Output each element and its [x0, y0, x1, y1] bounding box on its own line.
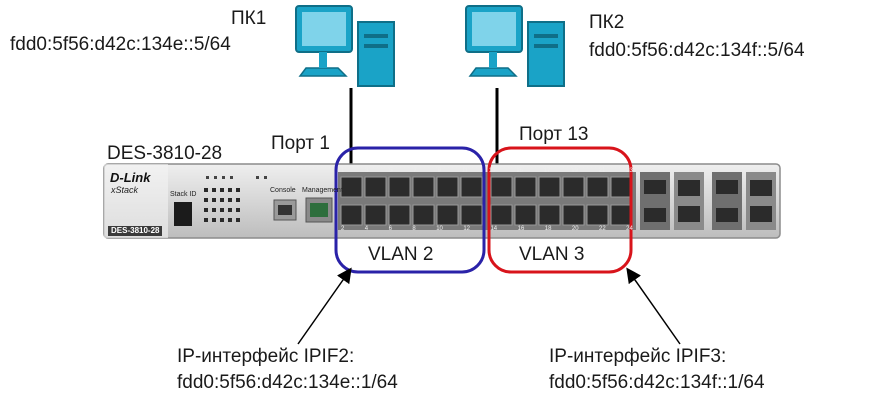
management-label: Management	[302, 187, 343, 194]
switch-model-label: DES-3810-28	[107, 143, 223, 164]
ipif3-address: fdd0:5f56:d42c:134f::1/64	[549, 372, 765, 393]
switch-series-label: xStack	[111, 185, 139, 195]
vlan2-label: VLAN 2	[368, 244, 434, 265]
switch-badge: DES-3810-28	[111, 226, 160, 235]
ipif2-address: fdd0:5f56:d42c:134e::1/64	[177, 372, 398, 393]
bottom-port-numbers: 2 4 6 8 10 12 14 16 18 20 22 24	[341, 226, 633, 232]
vlan2-outline	[334, 146, 486, 274]
rj45-port-grid	[338, 172, 636, 230]
console-label: Console	[270, 187, 296, 194]
vlan3-label: VLAN 3	[519, 244, 585, 265]
port-number: 18	[544, 226, 552, 232]
vlan3-outline	[487, 146, 633, 274]
pc1-address: fdd0:5f56:d42c:134e::5/64	[10, 34, 231, 55]
port-number: 3	[365, 168, 369, 174]
port-number: 9	[437, 168, 441, 174]
port-number: 24	[626, 226, 633, 232]
port-number: 13	[488, 168, 496, 174]
port-number: 23	[626, 168, 633, 174]
port-number: 4	[364, 226, 369, 232]
top-port-numbers: 1 3 5 7 9 11 13 15 17 19 21 23	[341, 168, 633, 174]
pc1-computer-icon	[295, 5, 395, 87]
port-number: 17	[543, 168, 551, 174]
ipif3-arrow	[626, 267, 681, 345]
port-number: 1	[341, 168, 345, 174]
port-number: 2	[341, 226, 345, 232]
pc2-computer-icon	[465, 5, 565, 87]
port-number: 12	[463, 226, 471, 232]
port-number: 15	[516, 168, 523, 174]
port-number: 8	[412, 226, 416, 232]
port1-label: Порт 1	[271, 133, 330, 154]
port-number: 6	[388, 226, 392, 232]
port-number: 19	[571, 168, 578, 174]
port-number: 21	[598, 168, 606, 174]
port-number: 22	[599, 226, 606, 232]
pc1-name: ПК1	[231, 8, 267, 29]
switch-chassis	[103, 163, 781, 239]
ipif2-arrow	[297, 267, 352, 345]
pc2-address: fdd0:5f56:d42c:134f::5/64	[589, 40, 805, 61]
port-number: 20	[571, 226, 579, 232]
ipif2-title: IP-интерфейс IPIF2:	[177, 346, 355, 367]
sfp-port-area	[640, 172, 776, 230]
switch-brand-logo: D-Link	[110, 170, 151, 185]
port-number: 10	[436, 226, 443, 232]
port-number: 7	[413, 168, 417, 174]
port-number: 16	[517, 226, 525, 232]
port-number: 5	[389, 168, 393, 174]
stack-id-label: Stack ID	[170, 191, 197, 198]
ipif3-title: IP-интерфейс IPIF3:	[549, 346, 727, 367]
port13-label: Порт 13	[519, 124, 589, 145]
pc2-name: ПК2	[589, 12, 625, 33]
port-number: 14	[490, 226, 498, 232]
port-number: 11	[461, 168, 468, 174]
